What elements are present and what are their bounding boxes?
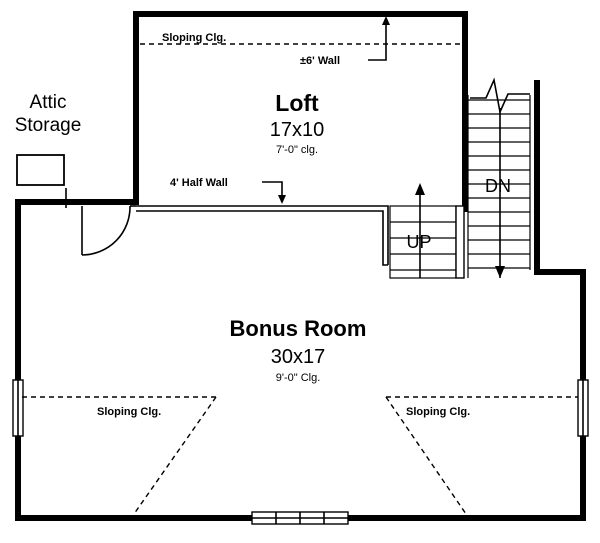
bonus-sloping-right-label: Sloping Clg. (406, 406, 470, 418)
bottom-window (251, 511, 349, 525)
loft-ceiling: 7'-0" clg. (276, 144, 318, 156)
right-window (577, 379, 589, 437)
loft-walls (133, 11, 468, 212)
loft-name: Loft (275, 90, 319, 116)
loft-sloping-label: Sloping Clg. (162, 32, 226, 44)
loft-wall-note: ±6' Wall (300, 55, 340, 67)
door-swing (65, 200, 136, 256)
attic-label-line2: Storage (15, 115, 82, 136)
down-label: DN (485, 176, 511, 196)
half-wall-leader (262, 181, 283, 198)
bonus-room-walls (15, 80, 586, 521)
bonus-sloping-right (385, 396, 578, 515)
bonus-sloping-left (22, 396, 217, 515)
left-window (12, 379, 24, 437)
attic-storage-box (16, 154, 65, 186)
attic-label-line1: Attic (30, 92, 67, 113)
wall-note-leader (368, 22, 387, 61)
half-wall (136, 205, 389, 266)
up-stairs (389, 183, 465, 279)
loft-size: 17x10 (270, 119, 325, 141)
up-label: UP (406, 232, 431, 252)
bonus-room-name: Bonus Room (230, 316, 367, 341)
bonus-room-size: 30x17 (271, 346, 326, 368)
bonus-sloping-left-label: Sloping Clg. (97, 406, 161, 418)
down-stairs (467, 77, 531, 278)
half-wall-label: 4' Half Wall (170, 177, 228, 189)
bonus-room-ceiling: 9'-0" Clg. (276, 372, 321, 384)
